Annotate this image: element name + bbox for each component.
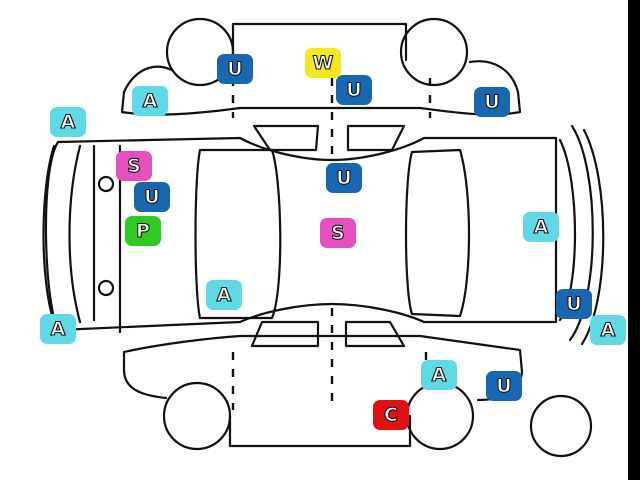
rear-window bbox=[404, 148, 471, 318]
right-border-strip bbox=[628, 0, 640, 480]
front-grille-line bbox=[68, 144, 82, 324]
window-top-right bbox=[346, 124, 406, 152]
damage-marker-s-front[interactable]: S bbox=[116, 151, 152, 181]
window-top-left bbox=[252, 124, 320, 152]
damage-marker-u-right-side[interactable]: U bbox=[474, 87, 510, 117]
headlight-left bbox=[97, 175, 115, 193]
rear-bumper-outer bbox=[568, 124, 594, 342]
damage-marker-u-top[interactable]: U bbox=[326, 163, 362, 193]
damage-marker-c-right-side[interactable]: C bbox=[373, 400, 409, 430]
damage-marker-a-front[interactable]: A bbox=[40, 314, 76, 344]
damage-marker-a-left-side[interactable]: A bbox=[132, 86, 168, 116]
front-bumper-line bbox=[42, 144, 56, 324]
body-top-outline bbox=[44, 136, 558, 332]
window-bottom-right bbox=[344, 320, 406, 348]
wheel-rear-left bbox=[399, 17, 469, 87]
damage-marker-w-roof[interactable]: W bbox=[305, 48, 341, 78]
damage-marker-u-right-side[interactable]: U bbox=[486, 371, 522, 401]
damage-marker-u-roof[interactable]: U bbox=[336, 75, 372, 105]
damage-marker-a-rear[interactable]: A bbox=[523, 212, 559, 242]
floor-panel bbox=[228, 414, 412, 448]
damage-marker-a-right-side[interactable]: A bbox=[421, 360, 457, 390]
damage-marker-p-front[interactable]: P bbox=[125, 216, 161, 246]
damage-marker-a-rear[interactable]: A bbox=[590, 315, 626, 345]
damage-marker-u-rear[interactable]: U bbox=[556, 289, 592, 319]
wheel-front-right bbox=[162, 381, 232, 451]
damage-marker-u-front[interactable]: U bbox=[134, 182, 170, 212]
damage-marker-a-front[interactable]: A bbox=[50, 107, 86, 137]
wheel-rear-right bbox=[405, 381, 475, 451]
damage-marker-a-top[interactable]: A bbox=[206, 280, 242, 310]
headlight-right bbox=[97, 279, 115, 297]
side-body-top bbox=[120, 60, 522, 116]
windshield bbox=[194, 148, 282, 320]
damage-marker-s-top[interactable]: S bbox=[320, 218, 356, 248]
window-bottom-left bbox=[250, 320, 320, 348]
damage-marker-u-left-side[interactable]: U bbox=[217, 54, 253, 84]
spare-wheel bbox=[529, 394, 593, 458]
